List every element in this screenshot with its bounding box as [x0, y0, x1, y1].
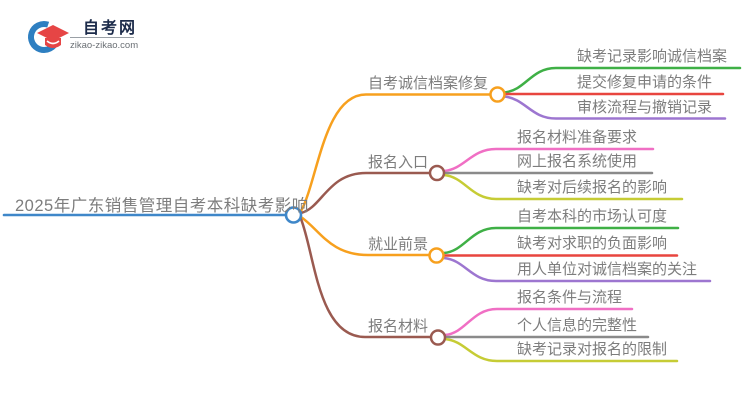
branch-curve-0 [299, 93, 492, 213]
branch-label-3: 报名材料 [368, 318, 429, 335]
site-logo: 自考网 zikao-zikao.com [0, 0, 160, 60]
child-line-0-0 [503, 66, 742, 94]
child-line-2-2 [442, 256, 712, 283]
child-label-3-2: 缺考记录对报名的限制 [517, 341, 668, 358]
logo-title: 自考网 [83, 20, 138, 37]
child-label-1-0: 报名材料准备要求 [517, 129, 638, 146]
branch-circle-0 [489, 86, 506, 103]
logo-divider [70, 37, 134, 38]
child-line-2-0 [442, 226, 680, 255]
child-label-2-0: 自考本科的市场认可度 [517, 208, 668, 225]
child-label-1-2: 缺考对后续报名的影响 [517, 179, 668, 196]
child-label-0-1: 提交修复申请的条件 [577, 74, 713, 91]
root-circle [284, 206, 303, 224]
branch-curve-1 [299, 171, 432, 215]
child-label-2-1: 缺考对求职的负面影响 [517, 235, 668, 252]
child-label-3-0: 报名条件与流程 [517, 289, 623, 306]
branch-curve-3 [299, 217, 433, 339]
child-label-1-1: 网上报名系统使用 [517, 153, 638, 170]
branch-circle-2 [428, 247, 445, 264]
branch-circle-3 [429, 329, 447, 346]
child-line-1-0 [442, 147, 655, 173]
branch-curve-2 [299, 215, 431, 257]
root-node-label: 2025年广东销售管理自考本科缺考影响 [15, 197, 309, 215]
child-label-0-2: 审核流程与撤销记录 [577, 99, 713, 116]
child-line-0-2 [503, 95, 727, 120]
child-line-3-2 [443, 337, 679, 363]
child-label-3-1: 个人信息的完整性 [517, 317, 638, 334]
logo-domain: zikao-zikao.com [70, 40, 139, 51]
logo-cap-top [37, 25, 69, 41]
branch-circle-1 [428, 164, 446, 182]
branch-label-1: 报名入口 [368, 154, 429, 171]
child-label-0-0: 缺考记录影响诚信档案 [577, 48, 728, 65]
child-label-2-2: 用人单位对诚信档案的关注 [517, 261, 698, 278]
child-line-3-0 [443, 307, 634, 337]
branch-label-2: 就业前景 [368, 236, 429, 253]
logo-cap-smile [46, 40, 60, 45]
child-line-1-2 [442, 173, 684, 201]
branch-label-0: 自考诚信档案修复 [368, 75, 489, 92]
logo-icon [28, 21, 69, 53]
